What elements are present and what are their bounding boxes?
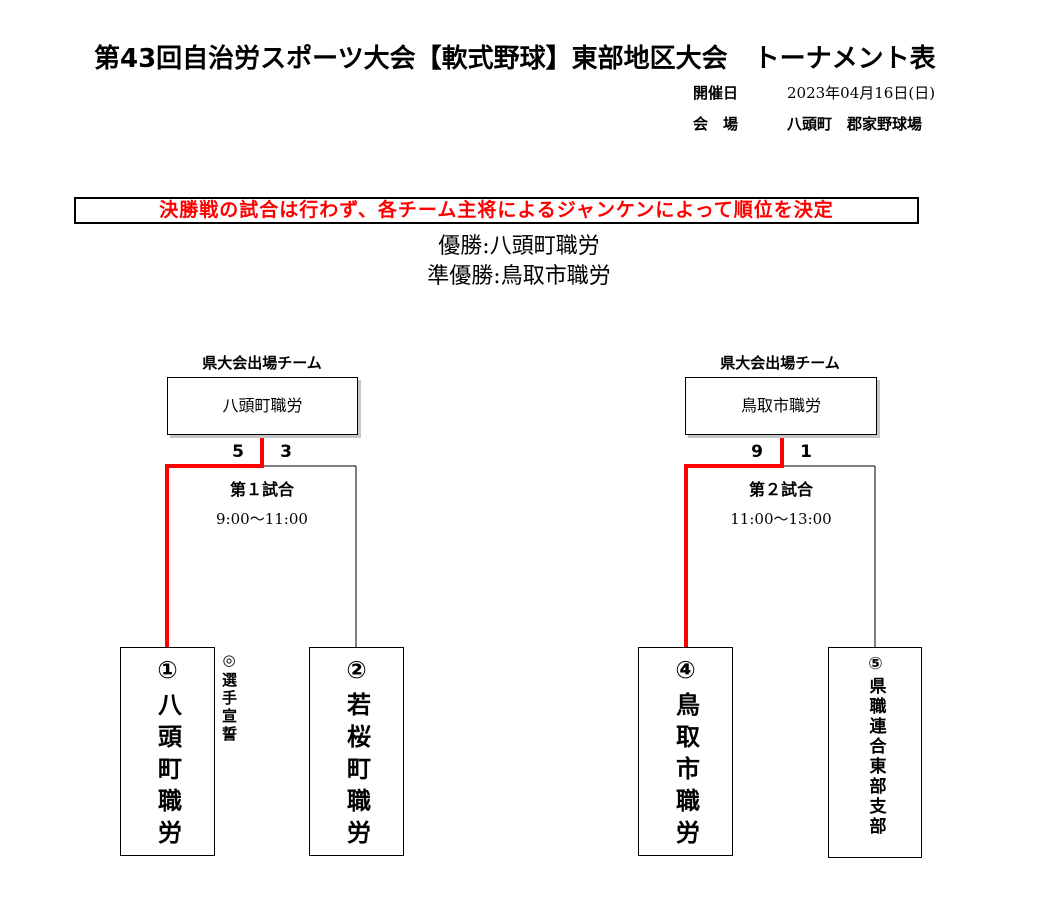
date-label: 開催日 xyxy=(693,84,739,102)
bracket1-winner-box: 八頭町職労 xyxy=(167,377,358,435)
team-card-tottori: ④鳥取市職労 xyxy=(638,647,733,856)
venue-label: 会 場 xyxy=(693,115,739,133)
match1-time: 9:00～11:00 xyxy=(216,510,308,528)
team-name-kenshoku: ⑤県職連合東部支部 xyxy=(865,654,886,837)
team-name-wakasa: ②若桜町職労 xyxy=(342,656,371,852)
team-card-yazu: ①八頭町職労 xyxy=(120,647,215,856)
team-card-kenshoku: ⑤県職連合東部支部 xyxy=(828,647,922,858)
bracket2-winner-box: 鳥取市職労 xyxy=(685,377,877,435)
match1-title: 第１試合 xyxy=(229,480,294,499)
bracket2-score-right: 1 xyxy=(800,442,812,462)
decision-notice: 決勝戦の試合は行わず、各チーム主将によるジャンケンによって順位を決定 xyxy=(74,197,919,224)
match2-time: 11:00～13:00 xyxy=(730,510,832,528)
bracket1-caption: 県大会出場チーム xyxy=(202,354,322,372)
date-value: 2023年04月16日(日) xyxy=(787,84,936,102)
team-card-wakasa: ②若桜町職労 xyxy=(309,647,404,856)
bracket2-caption: 県大会出場チーム xyxy=(720,354,840,372)
team-name-tottori: ④鳥取市職労 xyxy=(671,656,700,852)
page-title: 第43回自治労スポーツ大会【軟式野球】東部地区大会 トーナメント表 xyxy=(94,44,936,74)
champion-text: 優勝:八頭町職労 xyxy=(438,234,600,259)
bracket1-score-right: 3 xyxy=(280,442,292,462)
match2-win-path xyxy=(684,438,784,647)
team-name-yazu: ①八頭町職労 xyxy=(153,656,182,852)
oath-note: ◎選手宣誓 xyxy=(220,651,238,744)
match2-title: 第２試合 xyxy=(748,480,813,499)
venue-value: 八頭町 郡家野球場 xyxy=(787,115,923,133)
bracket2-score-left: 9 xyxy=(751,442,763,462)
bracket1-score-left: 5 xyxy=(232,442,244,462)
match1-win-path xyxy=(165,438,264,647)
runner-up-text: 準優勝:鳥取市職労 xyxy=(427,264,611,289)
